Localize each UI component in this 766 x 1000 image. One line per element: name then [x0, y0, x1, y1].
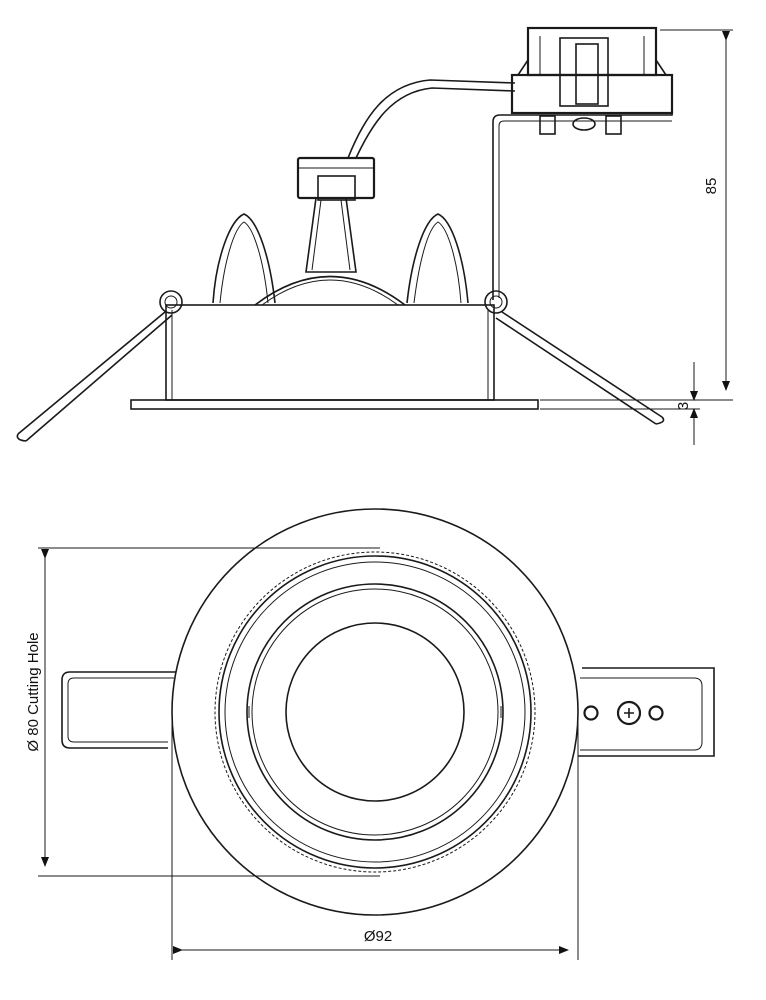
spring-clip-right	[484, 290, 665, 425]
trim-ring-inner	[246, 583, 504, 841]
terminal-block	[510, 26, 674, 135]
outer-diameter-dimension: Ø92	[171, 712, 579, 960]
lens	[285, 622, 465, 802]
height-dimension: 85	[540, 29, 733, 401]
height-dimension-label: 85	[703, 178, 720, 195]
socket-neck	[305, 197, 357, 273]
heat-sink-fin-left	[212, 213, 276, 304]
terminal-screw	[616, 700, 642, 726]
outer-diameter-dimension-label: Ø92	[364, 928, 392, 945]
flange-dimension: 3	[540, 362, 700, 445]
cable	[347, 79, 516, 159]
spring-clip-left	[16, 290, 183, 442]
lamp-dome	[254, 275, 406, 306]
cutting-hole-dimension: Ø 80 Cutting Hole	[25, 547, 380, 877]
side-view: 85 3	[16, 26, 733, 445]
terminal-bracket	[492, 108, 673, 300]
outer-flange-ring	[171, 508, 579, 916]
flange-dimension-label: 3	[675, 402, 692, 410]
trim-ring-outer	[218, 555, 532, 869]
housing-body	[165, 304, 495, 401]
top-mounting-bracket	[578, 667, 715, 757]
heat-sink-fin-right	[406, 213, 469, 304]
flange-plate	[130, 399, 539, 410]
top-view: Ø 80 Cutting Hole Ø92	[25, 508, 715, 960]
lamp-socket	[296, 156, 376, 200]
top-spring-clip-left	[61, 671, 176, 749]
cutting-hole-dimension-label: Ø 80 Cutting Hole	[25, 632, 42, 751]
mounting-hole-right	[648, 705, 664, 721]
mounting-hole-left	[583, 705, 599, 721]
cutting-hole-outline	[214, 551, 536, 873]
